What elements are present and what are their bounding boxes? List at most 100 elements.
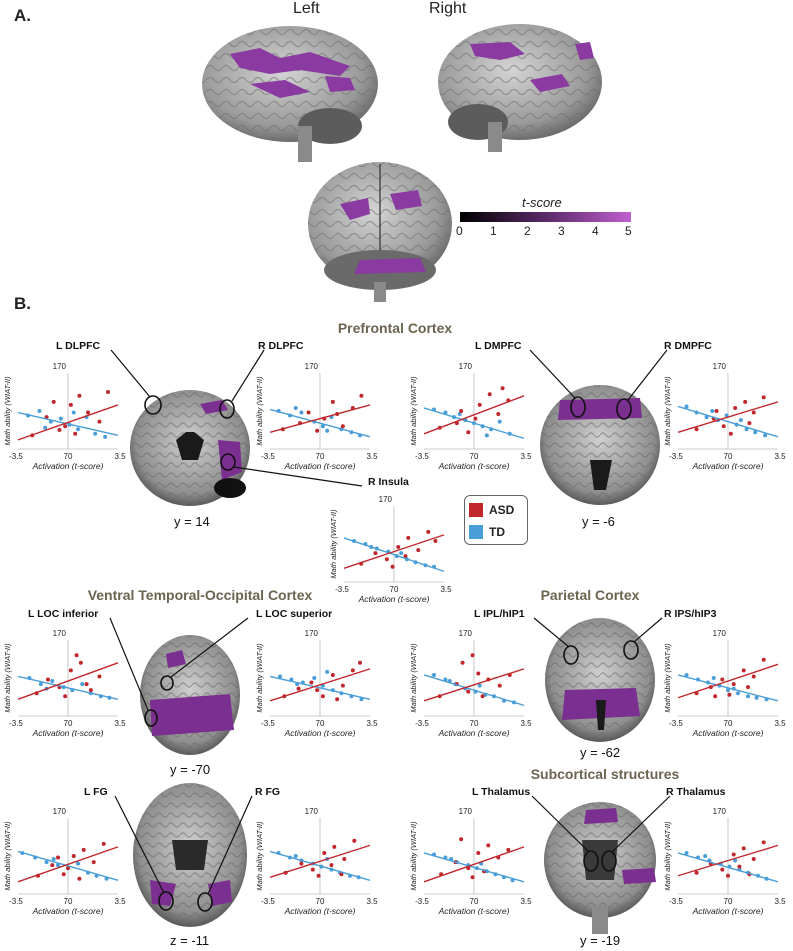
td-point [325,428,330,433]
td-point [710,409,715,413]
slice-label-parietal: y = -62 [580,745,621,760]
y-tick-label: 170 [53,629,67,638]
asd-point [310,867,315,872]
x-tick-label: -3.5 [669,452,683,461]
td-point [93,431,98,436]
asd-point [416,548,421,553]
asd-point [97,419,102,424]
asd-point [746,685,750,690]
asd-point [66,866,70,871]
y-axis-label: Math ability (WIAT-II) [663,821,672,891]
x-tick-label: -3.5 [669,719,683,728]
asd-point [466,430,471,435]
y-tick-label: 170 [305,362,319,371]
asd-point [384,557,389,562]
x-tick-label: 3.5 [774,897,786,906]
td-point [754,695,759,700]
y-tick-label: 170 [713,629,727,638]
x-tick-label: 70 [64,719,73,728]
asd-point [320,694,325,699]
colorbar-tick: 5 [625,224,632,238]
y-tick-label: 170 [713,362,727,371]
asd-point [330,399,335,404]
asd-regression-line [677,663,779,699]
td-point [71,410,76,415]
asd-point [358,660,362,665]
asd-point [459,837,464,842]
asd-point [81,847,86,852]
x-tick-label: 3.5 [114,719,126,728]
x-axis-label: Activation (t-score) [32,906,104,915]
td-point [399,551,404,556]
asd-point [714,409,719,413]
roi-l-thalamus [583,850,599,872]
asd-regression-line [17,846,119,883]
x-axis-label: Activation (t-score) [284,906,356,915]
y-axis-label: Math ability (WIAT-II) [3,643,12,713]
label-r-thalamus: R Thalamus [666,786,726,798]
roi-r-ips [623,640,639,660]
asd-point [322,850,327,855]
asd-point [433,538,438,543]
asd-point [731,852,736,857]
asd-point [506,847,511,852]
asd-point [497,683,502,688]
asd-point [332,844,337,849]
asd-point [350,668,355,673]
connector-l-dmpfc [529,349,576,399]
x-tick-label: 70 [316,452,325,461]
td-point [726,688,730,693]
y-axis-label: Math ability (WIAT-II) [3,821,12,891]
asd-point [342,857,347,862]
asd-point [743,399,748,404]
x-tick-label: -3.5 [9,897,23,906]
asd-point [406,535,411,540]
left-lateral-brain [202,26,378,162]
label-r-insula: R Insula [368,476,409,488]
td-point [293,405,298,410]
td-point [457,412,462,417]
asd-point [460,660,465,665]
asd-point [61,872,66,877]
slice-vto-y-70 [140,635,240,755]
asd-regression-line [17,662,119,700]
x-axis-label: Activation (t-score) [32,461,104,470]
colorbar-tick: 0 [456,224,463,238]
y-tick-label: 170 [305,629,319,638]
asd-point [761,657,766,662]
td-point [38,682,43,687]
section-prefrontal: Prefrontal Cortex [337,320,453,336]
y-axis-label: Math ability (WIAT-II) [663,643,672,713]
asd-point [761,840,766,845]
td-point [763,433,768,438]
asd-point [480,694,485,699]
asd-point [390,564,395,569]
td-point [50,679,55,684]
label-l-thalamus: L Thalamus [472,786,531,798]
y-axis-label: Math ability (WIAT-II) [409,643,418,713]
td-point [51,857,56,862]
y-tick-label: 170 [459,629,473,638]
asd-point [728,431,733,436]
x-axis-label: Activation (t-score) [32,728,104,737]
legend-label-asd: ASD [489,503,515,517]
asd-point [329,863,334,868]
td-point [58,416,63,421]
asd-point [97,674,102,679]
asd-point [500,386,505,391]
td-point [484,433,489,438]
x-tick-label: -3.5 [261,719,275,728]
asd-point [470,653,475,658]
td-point [753,430,758,435]
connector-r-dmpfc [627,349,668,401]
x-tick-label: 70 [64,452,73,461]
asd-point [731,682,736,687]
label-r-dlpfc: R DLPFC [258,340,304,352]
asd-point [477,402,482,407]
td-point [711,676,716,680]
roi-l-loc-superior [160,675,174,691]
asd-point [396,545,401,550]
